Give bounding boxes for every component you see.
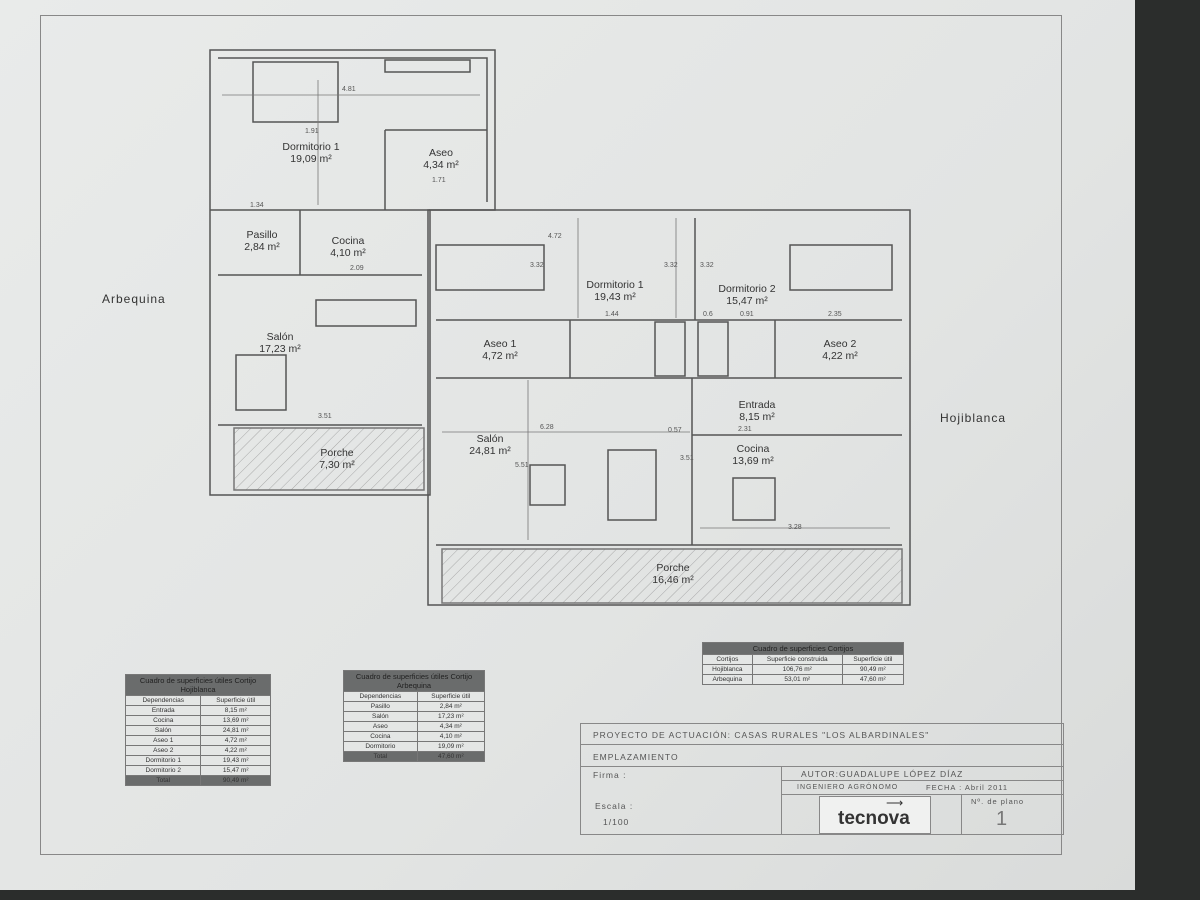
dimension-label: 2.31 bbox=[738, 426, 752, 433]
dimension-label: 3.51 bbox=[318, 413, 332, 420]
dimension-label: 3.32 bbox=[700, 262, 714, 269]
plan-name: EMPLAZAMIENTO bbox=[593, 752, 679, 762]
dimension-label: 3.51 bbox=[680, 455, 694, 462]
dimension-label: 4.81 bbox=[342, 86, 356, 93]
plan-number: 1 bbox=[996, 808, 1009, 830]
dimension-label: 4.72 bbox=[548, 233, 562, 240]
dimension-label: 2.09 bbox=[350, 265, 364, 272]
dimension-label: 6.28 bbox=[540, 424, 554, 431]
profession: INGENIERO AGRÓNOMO bbox=[797, 784, 899, 791]
dimension-label: 5.51 bbox=[515, 462, 529, 469]
scale-value: 1/100 bbox=[603, 817, 630, 827]
dimension-label: 2.35 bbox=[828, 311, 842, 318]
dimension-label: 3.32 bbox=[530, 262, 544, 269]
house-hojiblanca-walls bbox=[427, 209, 911, 606]
dimension-label: 0.91 bbox=[740, 311, 754, 318]
scale-label: Escala : bbox=[595, 801, 634, 811]
house-name-hojiblanca: Hojiblanca bbox=[940, 411, 1007, 425]
dimension-label: 1.71 bbox=[432, 177, 446, 184]
tecnova-logo: tecnova ⟶ bbox=[819, 796, 931, 834]
sheet-frame bbox=[40, 15, 1062, 855]
table-arbequina: Cuadro de superficies útiles Cortijo Arb… bbox=[343, 670, 486, 762]
logo-text: tecnova bbox=[838, 808, 910, 829]
dimension-label: 3.32 bbox=[664, 262, 678, 269]
dimension-label: 0.6 bbox=[703, 311, 713, 318]
arrow-icon: ⟶ bbox=[886, 796, 904, 810]
house-name-arbequina: Arbequina bbox=[102, 292, 166, 306]
table-hojiblanca: Cuadro de superficies útiles Cortijo Hoj… bbox=[124, 674, 271, 786]
dimension-label: 0.57 bbox=[668, 427, 682, 434]
plan-number-label: Nº. de plano bbox=[971, 797, 1025, 806]
porch-hatch-right bbox=[441, 548, 903, 604]
title-block: PROYECTO DE ACTUACIÓN: CASAS RURALES "LO… bbox=[580, 723, 1064, 835]
dimension-label: 1.44 bbox=[605, 311, 619, 318]
dimension-label: 3.28 bbox=[788, 524, 802, 531]
date: FECHA : Abril 2011 bbox=[926, 783, 1009, 792]
author: AUTOR:GUADALUPE LÓPEZ DÍAZ bbox=[801, 769, 964, 779]
dimension-lines bbox=[222, 80, 890, 540]
floor-plan bbox=[209, 49, 911, 606]
dimension-label: 1.91 bbox=[305, 128, 319, 135]
signature-label: Firma : bbox=[593, 770, 627, 780]
project-title: PROYECTO DE ACTUACIÓN: CASAS RURALES "LO… bbox=[593, 730, 930, 740]
porch-hatch-left bbox=[233, 427, 425, 491]
dimension-label: 1.34 bbox=[250, 202, 264, 209]
